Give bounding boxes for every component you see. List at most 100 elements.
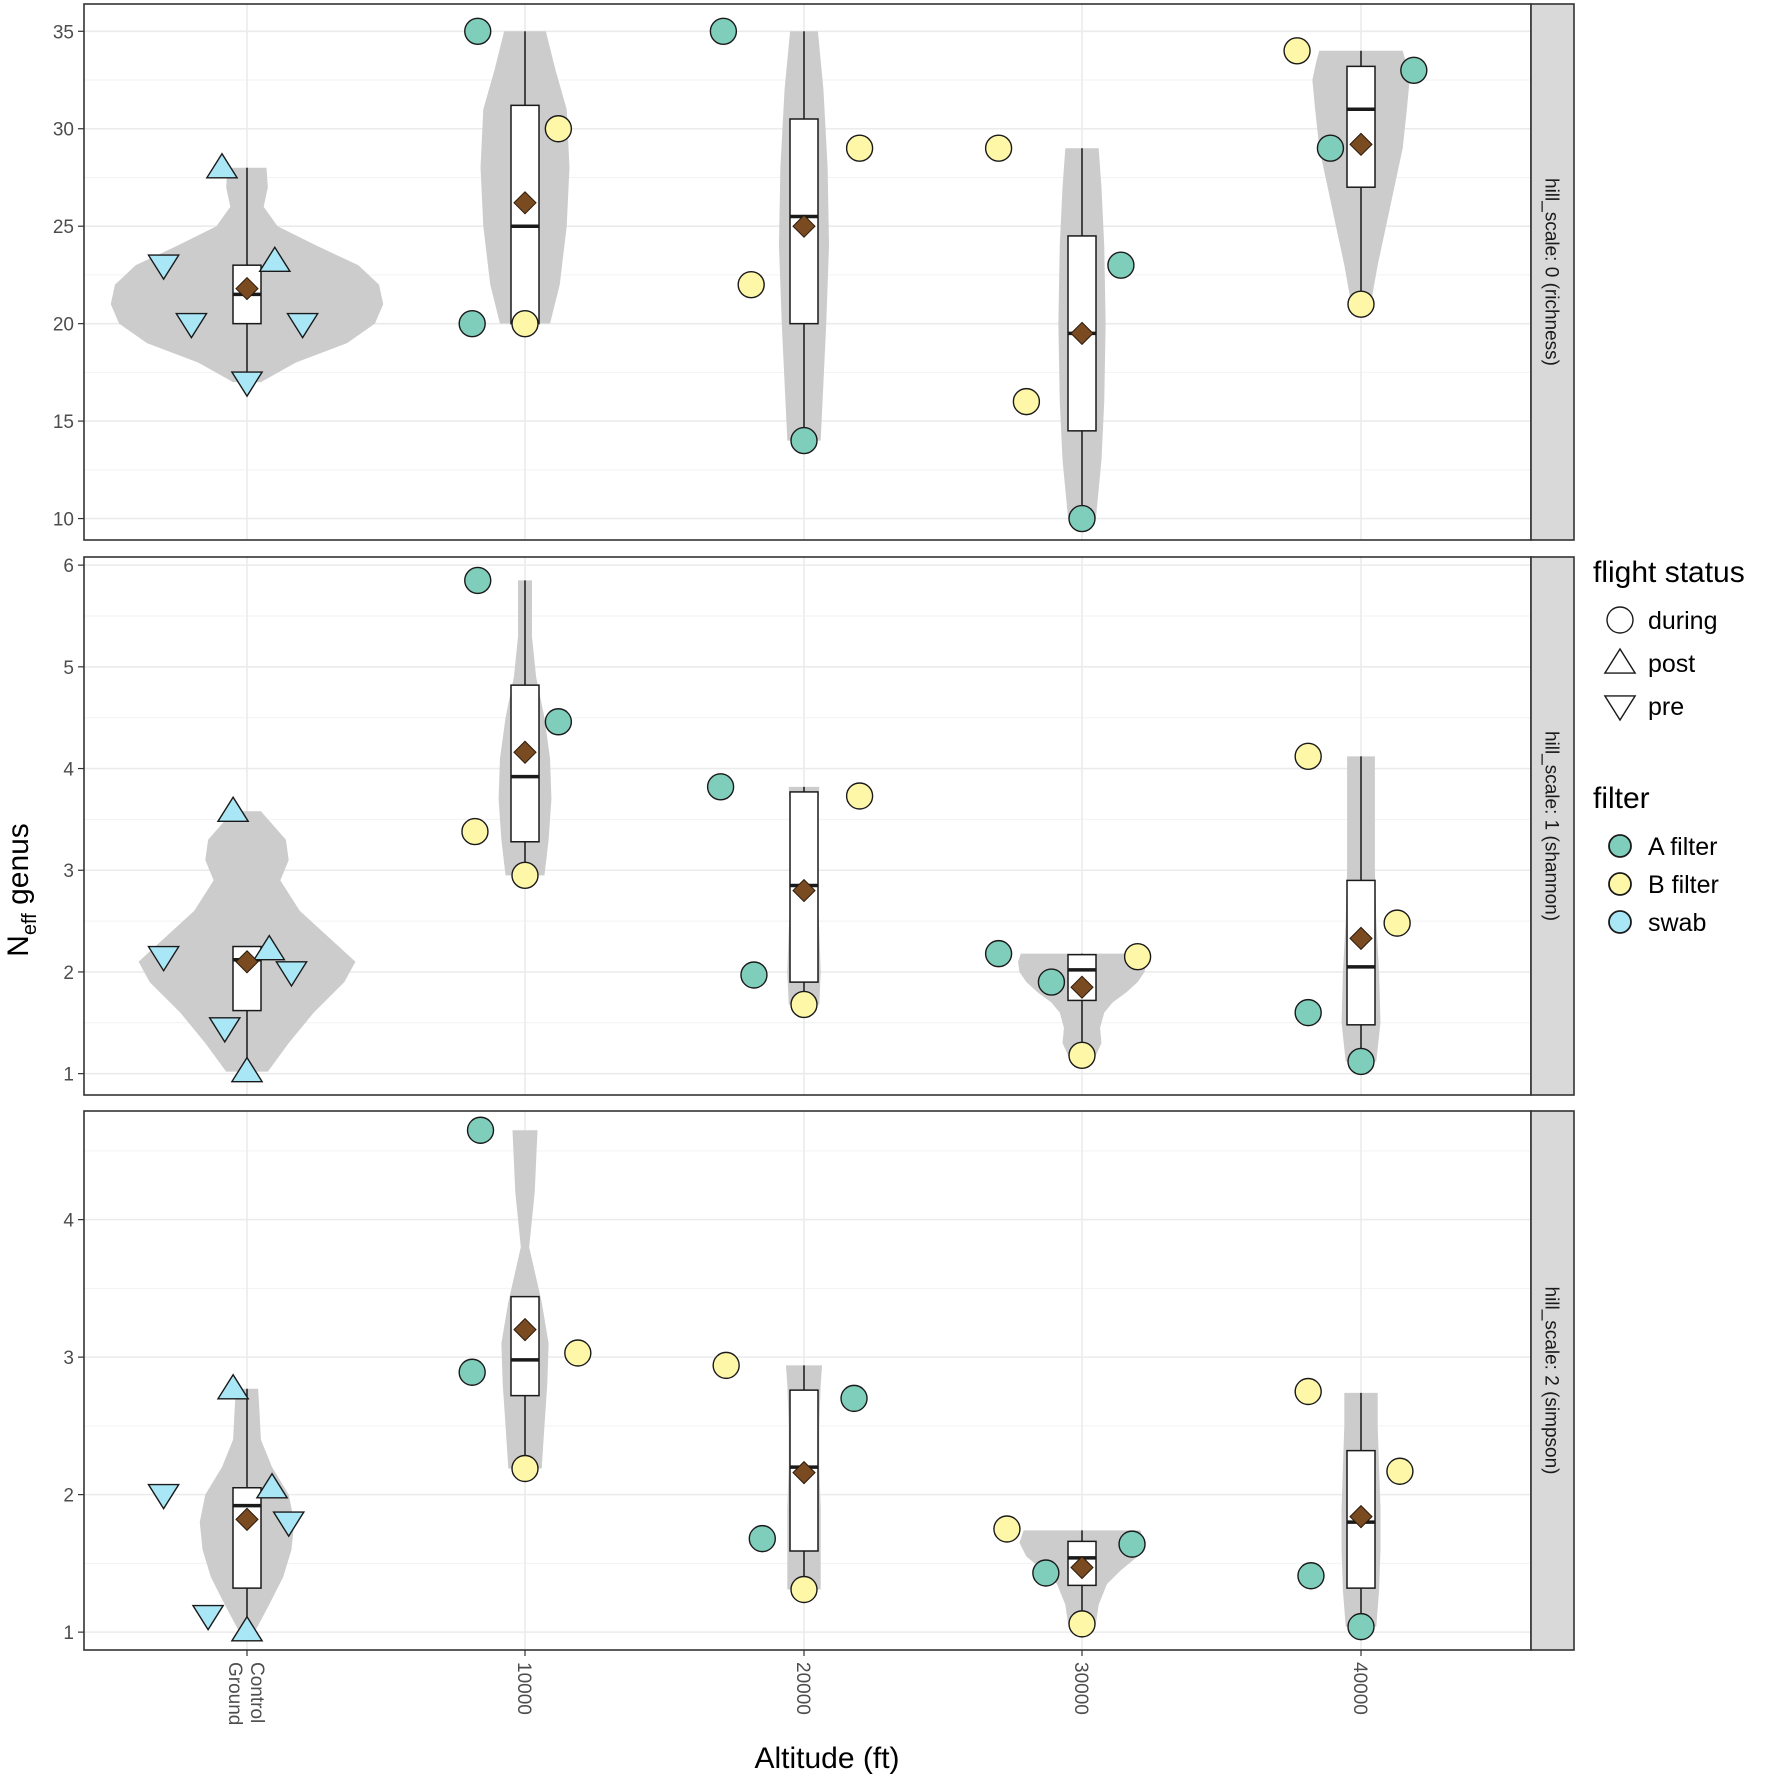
data-point — [458, 309, 486, 338]
data-point — [252, 934, 286, 961]
y-tick-label: 3 — [63, 861, 74, 882]
strip-label: hill_scale: 1 (shannon) — [1541, 731, 1562, 921]
mean-marker — [513, 1317, 537, 1342]
data-point — [511, 1454, 539, 1483]
y-tick-label: 3 — [63, 1348, 74, 1369]
data-point — [1383, 909, 1411, 937]
data-point — [544, 708, 573, 736]
data-point — [1294, 742, 1322, 771]
data-point — [564, 1339, 592, 1367]
legend-key-A-filter — [1608, 834, 1632, 858]
group-20000 — [706, 773, 874, 1019]
mean-marker — [1349, 926, 1373, 951]
y-axis-title-sub: eff — [19, 913, 41, 935]
data-point — [464, 17, 492, 45]
data-point — [147, 1483, 180, 1510]
legend-label-A-filter: A filter — [1648, 833, 1717, 861]
x-tick-label-line: Ground — [224, 1662, 245, 1725]
mean-marker — [792, 878, 816, 903]
y-tick-label: 4 — [63, 760, 74, 781]
data-point — [230, 1056, 264, 1083]
y-tick-label: 2 — [63, 963, 74, 984]
x-tick-label: 20000 — [792, 1662, 813, 1715]
x-tick-label: GroundControl — [224, 1662, 267, 1725]
data-point — [1347, 1047, 1375, 1076]
y-tick-label: 1 — [63, 1065, 74, 1086]
strip-background — [1530, 3, 1575, 541]
legend-label-pre: pre — [1648, 693, 1684, 721]
data-point — [466, 1116, 495, 1144]
strip-label: hill_scale: 0 (richness) — [1541, 178, 1562, 366]
boxplot-box — [1346, 879, 1376, 1026]
data-point — [461, 817, 489, 846]
legend-label-during: during — [1648, 607, 1718, 635]
x-tick-label: 40000 — [1349, 1662, 1370, 1715]
legend-title-filter: filter — [1593, 782, 1650, 815]
legend-key-B-filter — [1608, 872, 1632, 896]
mean-marker — [792, 214, 816, 238]
data-point — [258, 245, 292, 273]
data-point — [709, 17, 738, 45]
data-point — [464, 566, 492, 595]
data-point — [191, 1604, 225, 1631]
group-ground-control — [138, 795, 356, 1083]
data-point — [216, 795, 250, 823]
group-20000 — [712, 1351, 868, 1604]
data-point — [1400, 56, 1428, 84]
data-point — [230, 1615, 264, 1642]
data-point — [216, 1373, 250, 1400]
data-point — [1107, 251, 1135, 279]
data-point — [1297, 1562, 1325, 1590]
boxplot-box — [232, 1487, 262, 1589]
x-axis-title: Altitude (ft) — [754, 1742, 899, 1775]
data-point — [790, 1575, 818, 1604]
data-point — [706, 773, 735, 801]
mean-marker — [513, 191, 537, 215]
group-40000 — [1294, 1377, 1414, 1641]
group-30000 — [984, 939, 1152, 1070]
data-point — [1347, 1612, 1375, 1641]
data-point — [845, 782, 874, 810]
mean-marker — [1070, 975, 1094, 999]
y-axis-title: Neff genus — [2, 823, 41, 957]
data-point — [1037, 968, 1066, 996]
y-tick-label: 6 — [63, 556, 74, 577]
group-30000 — [993, 1515, 1146, 1638]
data-point — [286, 312, 319, 339]
y-tick-label: 2 — [63, 1486, 74, 1507]
group-20000 — [709, 17, 874, 455]
mean-marker — [1070, 321, 1094, 346]
y-tick-label: 10 — [53, 510, 74, 531]
legend-key-post — [1603, 647, 1637, 674]
strip-background — [1530, 556, 1575, 1096]
boxplot-box — [1346, 65, 1376, 188]
group-10000 — [458, 1116, 592, 1483]
mean-marker — [1349, 132, 1373, 157]
data-point — [790, 426, 818, 455]
data-point — [544, 115, 573, 143]
data-point — [208, 1017, 242, 1044]
legend-key-pre — [1603, 695, 1637, 722]
data-point — [984, 939, 1013, 968]
data-point — [1123, 942, 1152, 971]
group-30000 — [984, 134, 1135, 533]
data-point — [840, 1384, 868, 1413]
data-point — [275, 961, 308, 988]
data-point — [1347, 290, 1375, 318]
y-tick-label: 30 — [53, 120, 74, 141]
data-point — [147, 254, 180, 281]
y-axis-title-rest: genus — [2, 823, 35, 913]
group-ground-control — [147, 1373, 306, 1642]
group-10000 — [458, 17, 573, 338]
data-point — [790, 990, 818, 1019]
data-point — [511, 861, 539, 890]
mean-marker — [235, 950, 259, 974]
x-tick-label-line: 10000 — [513, 1662, 534, 1715]
mean-marker — [235, 276, 259, 301]
data-point — [1316, 134, 1345, 162]
